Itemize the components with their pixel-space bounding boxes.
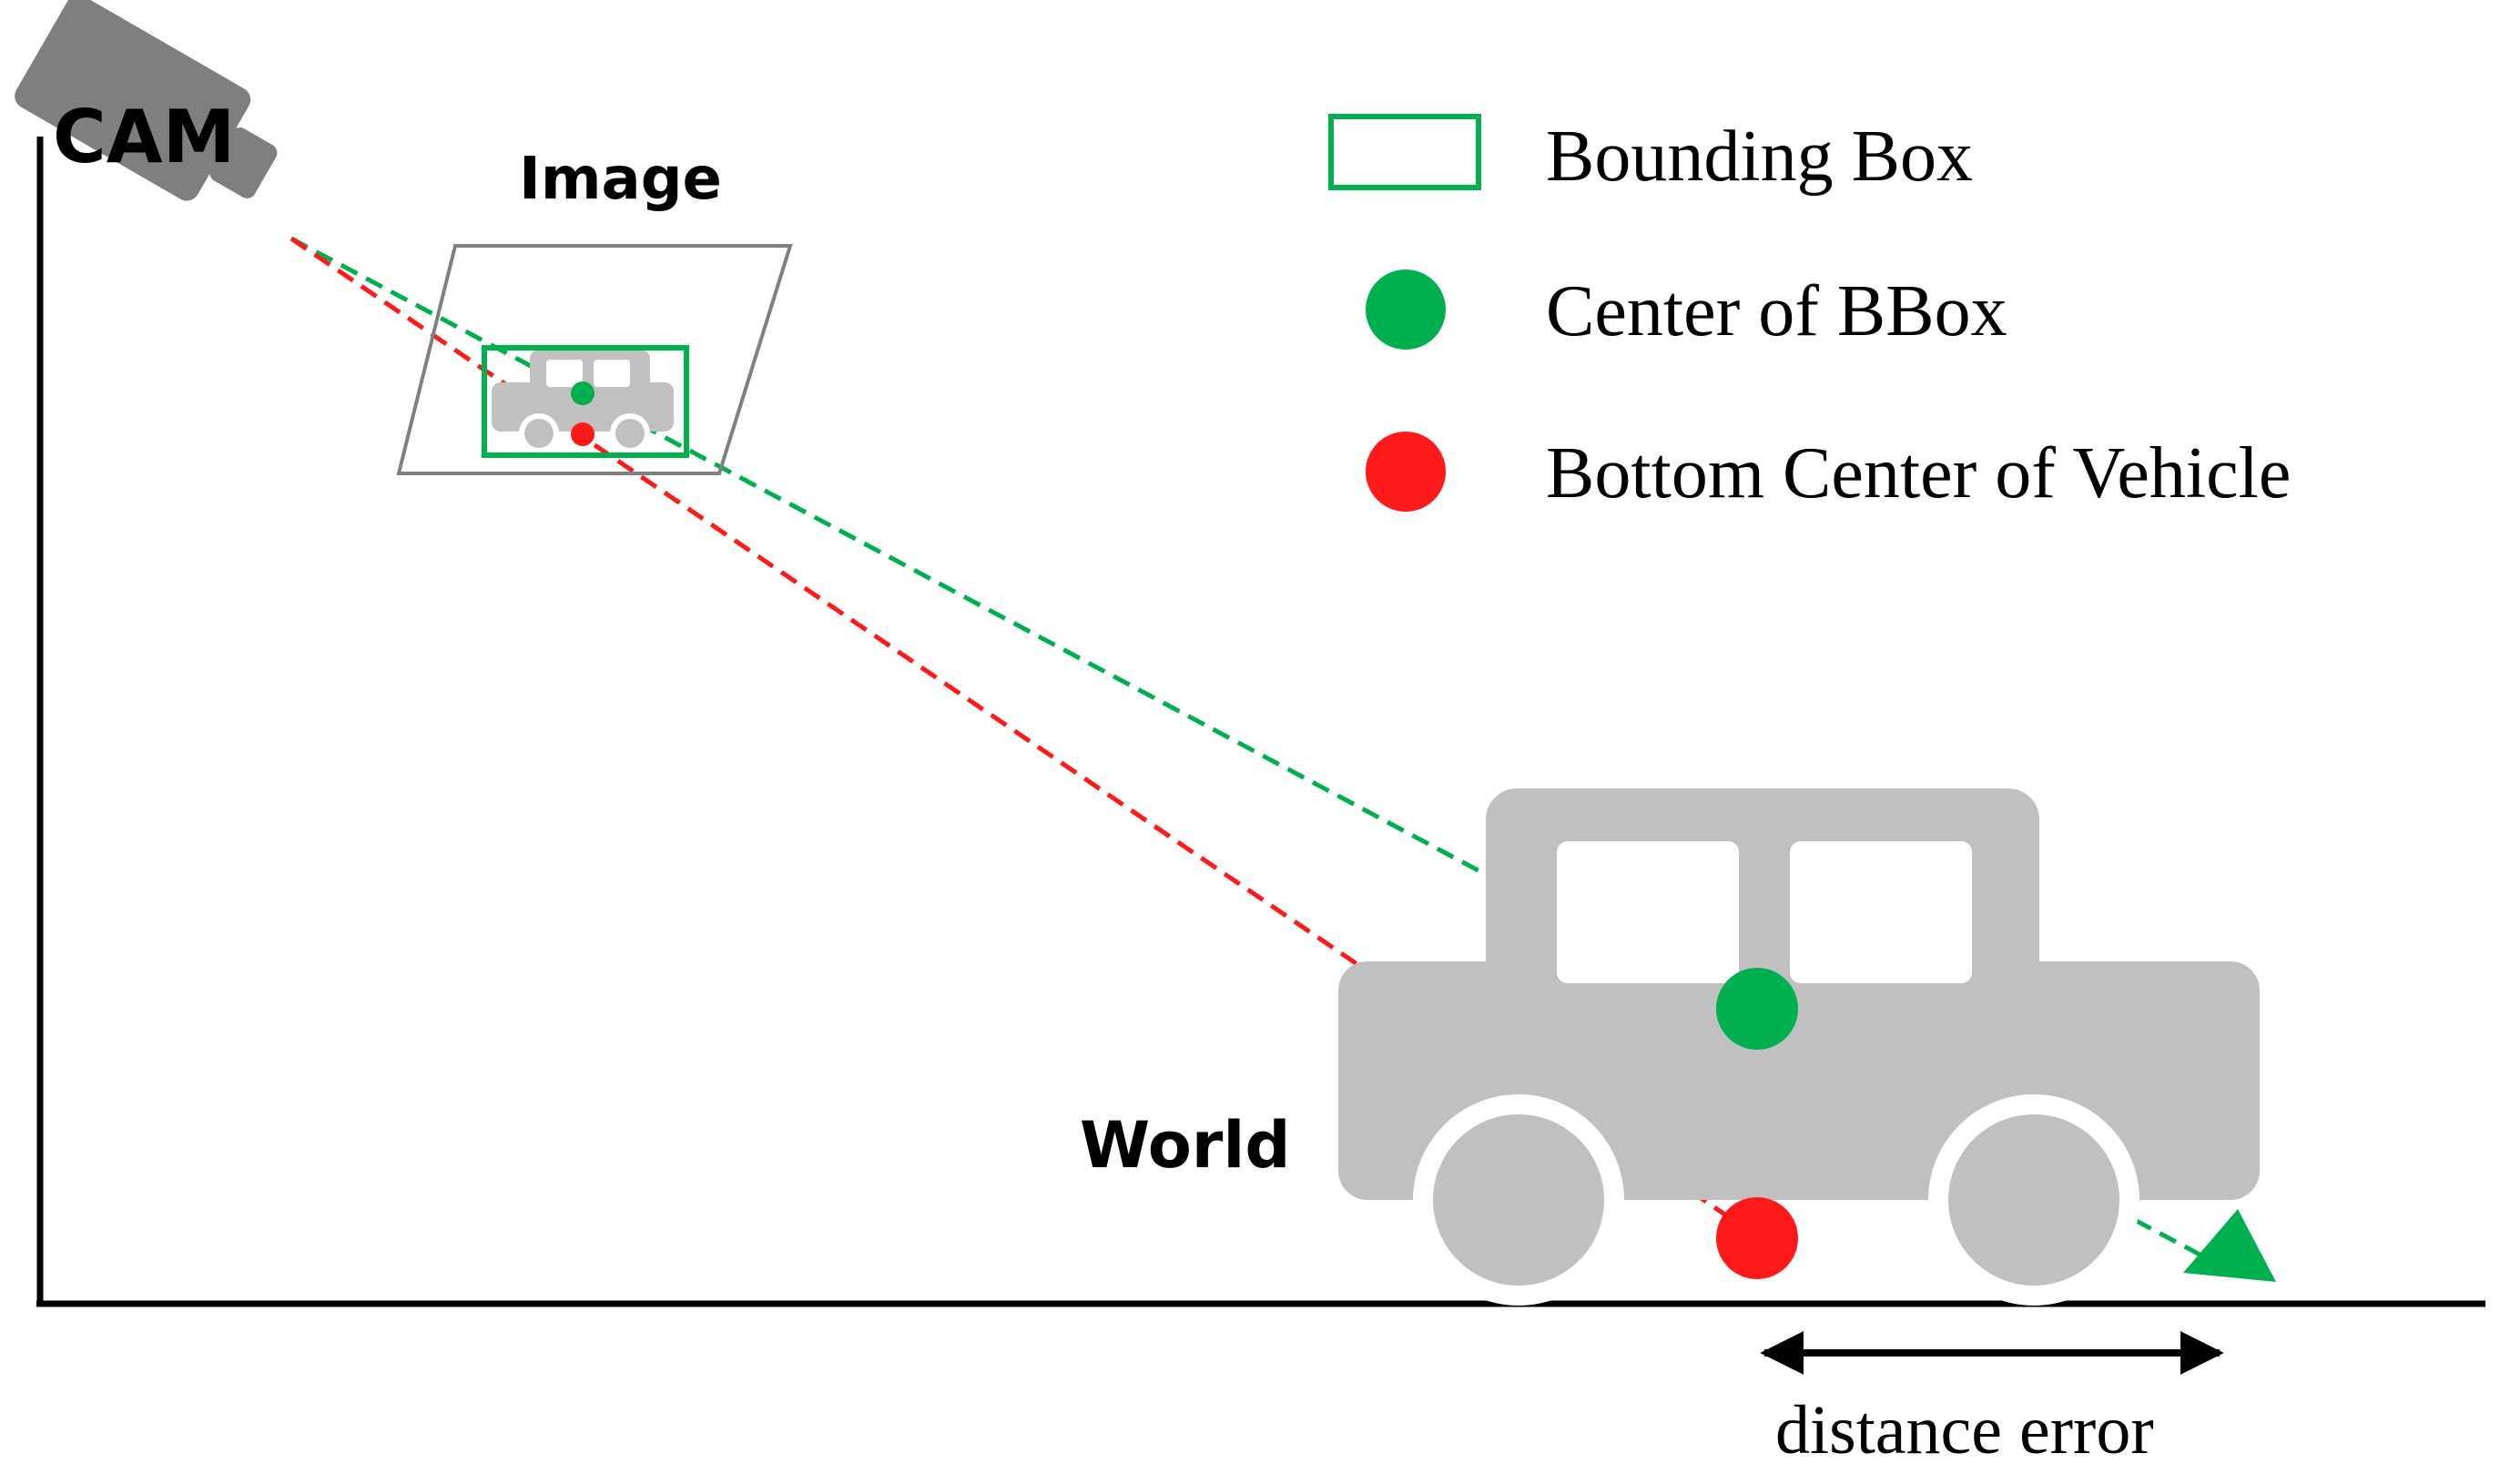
image-vehicle-icon (492, 350, 674, 453)
legend-bounding-box-label: Bounding Box (1546, 117, 1973, 197)
world-vehicle-icon (1338, 788, 2260, 1306)
image-bbox-center-dot (571, 381, 595, 405)
legend: Bounding Box Center of BBox Bottom Cente… (1328, 114, 2291, 513)
world-bbox-center-dot (1716, 968, 1798, 1050)
camera-icon (15, 0, 278, 201)
camera-label: CAM (53, 95, 235, 179)
legend-center-dot-icon (1366, 269, 1446, 350)
image-plane (396, 244, 793, 475)
legend-bottom-center-dot-icon (1366, 432, 1446, 512)
legend-bounding-box-swatch (1328, 114, 1481, 190)
world-bottom-center-dot (1716, 1197, 1798, 1279)
image-label: Image (519, 146, 722, 213)
image-bounding-box (482, 345, 689, 458)
bbox-center-ray (290, 236, 2205, 1259)
legend-center-label: Center of BBox (1546, 271, 2007, 351)
distance-error-label: distance error (1775, 1392, 2154, 1469)
image-bottom-center-dot (571, 422, 595, 446)
world-label: World (1080, 1108, 1290, 1183)
projected-point-triangle-icon (2183, 1209, 2276, 1282)
legend-bottom-center-label: Bottom Center of Vehicle (1546, 433, 2291, 513)
